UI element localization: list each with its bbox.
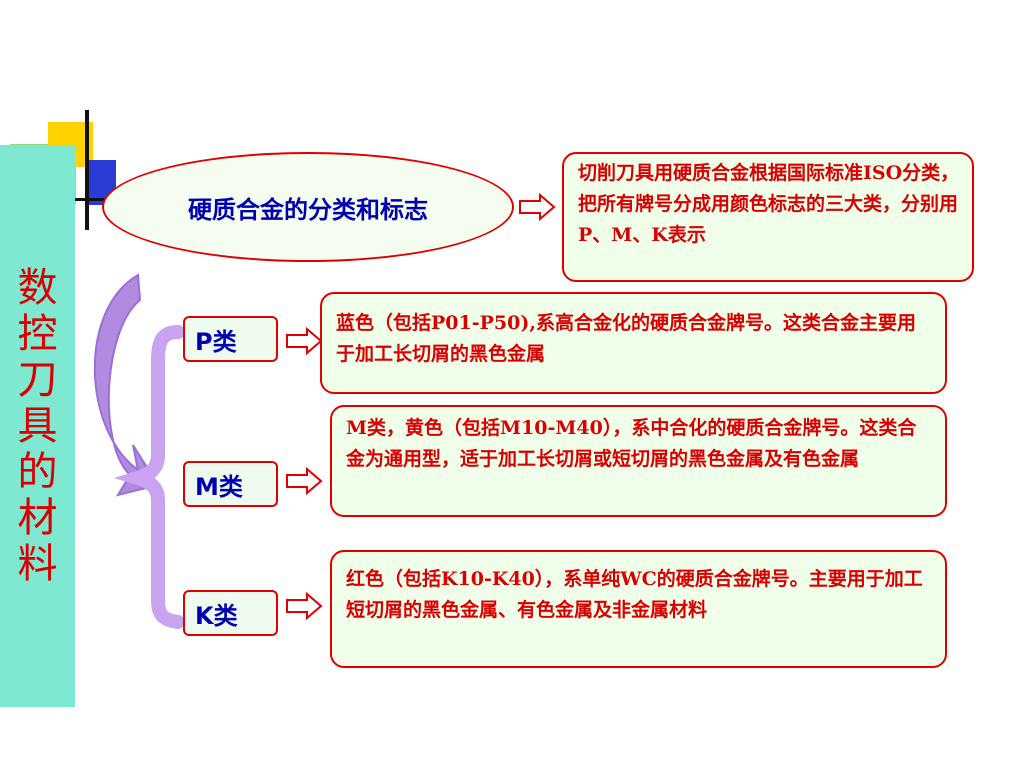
category-m-desc: M类，黄色（包括M10-M40），系中合化的硬质合金牌号。这类合金为通用型，适于…: [346, 417, 917, 470]
category-k-label: K类: [195, 601, 238, 630]
category-p-box: P类: [183, 316, 278, 362]
topic-note-box: 切削刀具用硬质合金根据国际标准ISO分类，把所有牌号分成用颜色标志的三大类，分别…: [562, 152, 974, 282]
topic-title: 硬质合金的分类和标志: [188, 194, 428, 224]
side-title: 数 控 刀 具 的 材 料: [17, 265, 58, 587]
decor-horizontal-line: [50, 198, 105, 201]
arrow-right-icon: [519, 193, 556, 221]
topic-ellipse: 硬质合金的分类和标志: [102, 152, 514, 262]
side-title-bar: [0, 145, 75, 707]
category-m-box: M类: [183, 461, 278, 507]
category-p-label: P类: [195, 327, 237, 356]
arrow-right-icon: [286, 467, 323, 495]
category-p-desc-box: 蓝色（包括P01-P50),系高合金化的硬质合金牌号。这类合金主要用于加工长切屑…: [320, 292, 947, 394]
brace-icon: [113, 325, 185, 629]
category-k-box: K类: [183, 590, 278, 636]
category-p-desc: 蓝色（包括P01-P50),系高合金化的硬质合金牌号。这类合金主要用于加工长切屑…: [336, 312, 916, 365]
connector-graphics: [93, 273, 185, 629]
topic-note-text: 切削刀具用硬质合金根据国际标准ISO分类，把所有牌号分成用颜色标志的三大类，分别…: [578, 162, 960, 246]
category-k-desc-box: 红色（包括K10-K40），系单纯WC的硬质合金牌号。主要用于加工短切屑的黑色金…: [330, 550, 947, 668]
decor-vertical-line: [85, 110, 89, 230]
category-m-label: M类: [195, 472, 243, 501]
arrow-right-icon: [286, 592, 323, 620]
category-m-desc-box: M类，黄色（包括M10-M40），系中合化的硬质合金牌号。这类合金为通用型，适于…: [330, 405, 947, 517]
category-k-desc: 红色（包括K10-K40），系单纯WC的硬质合金牌号。主要用于加工短切屑的黑色金…: [346, 568, 923, 621]
curved-arrow-icon: [93, 273, 160, 497]
arrow-right-icon: [286, 327, 323, 355]
